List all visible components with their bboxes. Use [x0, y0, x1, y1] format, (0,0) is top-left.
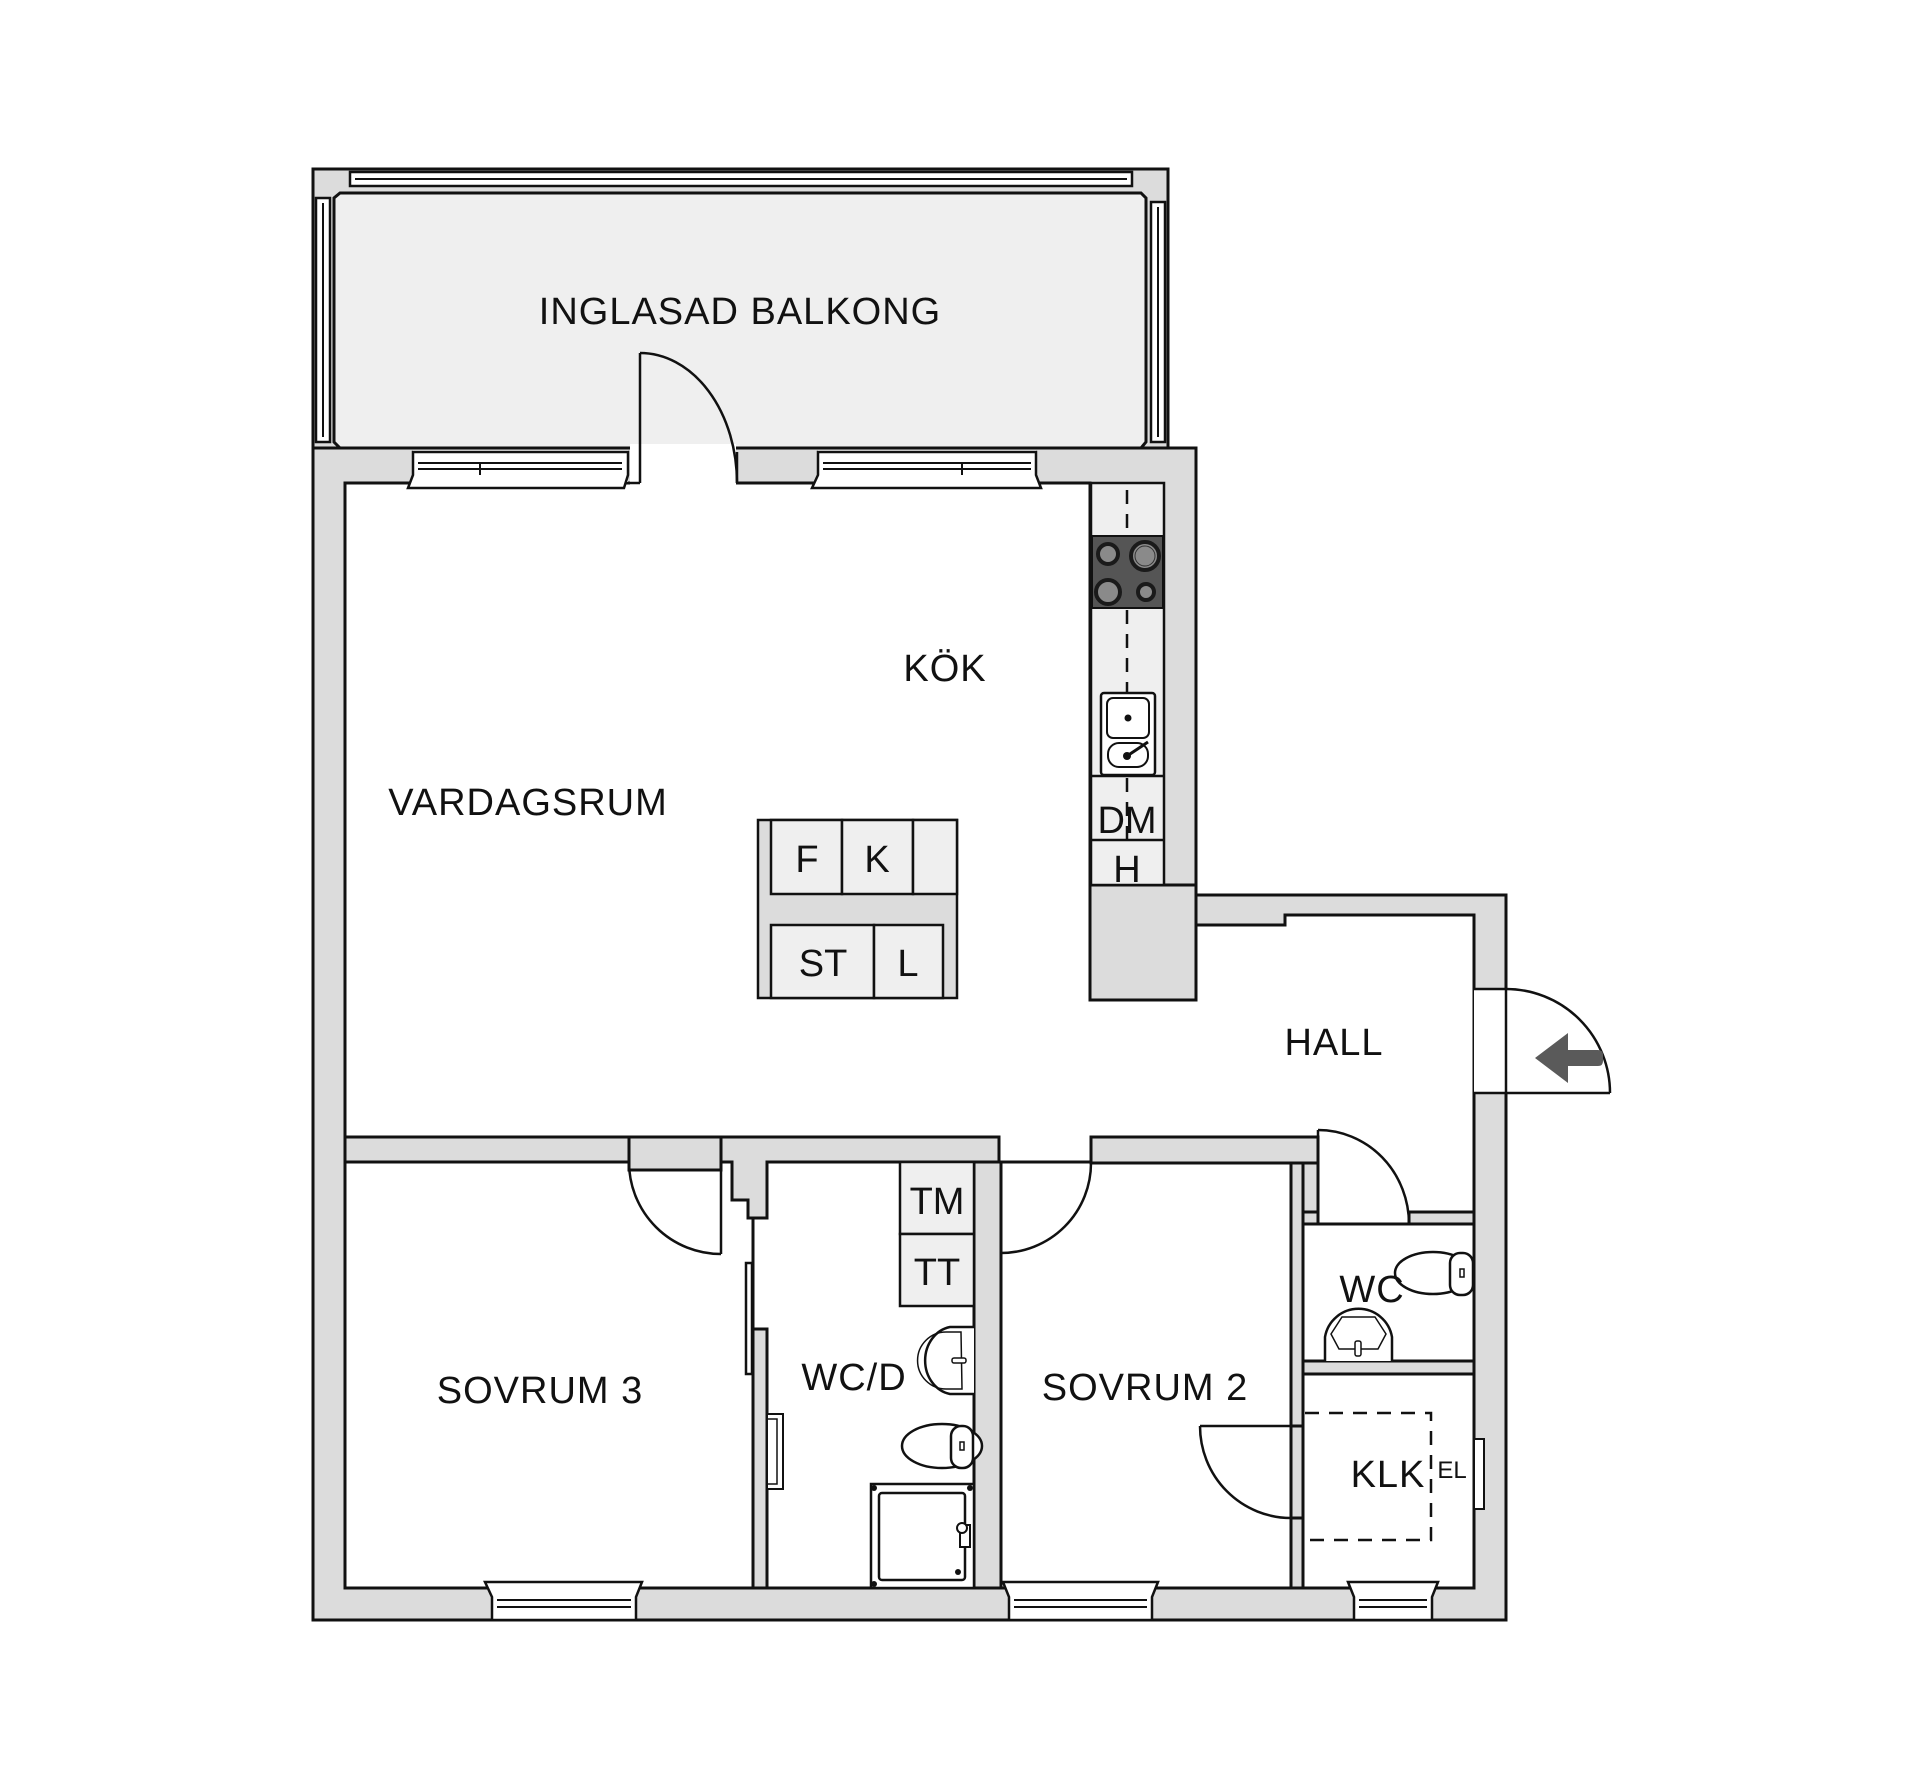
island-cabinet — [911, 818, 959, 896]
room-label-bedroom2: SOVRUM 2 — [1042, 1367, 1248, 1409]
fridge-box — [769, 818, 844, 896]
electric-panel-label: EL — [1437, 1457, 1466, 1484]
kitchen-counter-end — [1088, 883, 1198, 1002]
room-label-wc: WC — [1339, 1269, 1404, 1311]
wall-wc-klk — [1301, 1359, 1476, 1376]
wall-bathroom-bedroom2 — [972, 1160, 1003, 1590]
room-label-kitchen: KÖK — [903, 648, 986, 690]
room-label-bedroom3: SOVRUM 3 — [437, 1370, 643, 1412]
bedroom2-door-swing — [1000, 1162, 1093, 1255]
wall-bedroom3-bathroom — [751, 1327, 769, 1590]
wall-wc-right-stub — [1407, 1210, 1476, 1226]
wardrobe-l-label: L — [897, 943, 918, 985]
kitchen-counter: DM H — [1089, 481, 1166, 891]
bathroom-sliding-door[interactable] — [744, 1261, 754, 1376]
radiator — [766, 1413, 784, 1490]
wall-bedroom2-top — [1089, 1135, 1320, 1165]
closet: KLK EL — [1305, 1411, 1485, 1542]
freezer-box — [840, 818, 915, 896]
fridge-label: F — [795, 839, 818, 881]
wall-bedroom3-top — [343, 1135, 631, 1164]
electric-panel — [1473, 1438, 1485, 1510]
wall-bedroom2-wc — [1289, 1161, 1305, 1428]
bathroom-fixtures: TM TT WC/D — [766, 1160, 984, 1590]
room-label-hall: HALL — [1284, 1022, 1383, 1064]
washer-box — [898, 1160, 976, 1236]
room-label-balcony: INGLASAD BALKONG — [539, 291, 941, 333]
entry-door-swing — [1505, 987, 1612, 1094]
dryer-label: TT — [914, 1252, 960, 1294]
balcony: INGLASAD BALKONG — [311, 167, 1170, 454]
toilet-icon — [900, 1422, 984, 1470]
wardrobe-st-box — [769, 923, 876, 1000]
washer-label: TM — [910, 1181, 965, 1223]
room-label-living: VARDAGSRUM — [388, 782, 668, 824]
sink-icon — [1099, 691, 1157, 777]
room-label-bathroom: WC/D — [801, 1357, 906, 1399]
wardrobe-st-label: ST — [799, 943, 848, 985]
closet-door-swing — [1198, 1425, 1292, 1520]
wall-bathroom-top — [719, 1135, 1001, 1220]
closet-floor — [1301, 1372, 1476, 1590]
doors — [627, 351, 1612, 1520]
dishwasher-label: DM — [1097, 800, 1156, 842]
room-label-closet: KLK — [1351, 1454, 1426, 1496]
wc-door-swing — [1317, 1128, 1411, 1225]
bedroom3-door-swing — [627, 1161, 722, 1256]
freezer-label: K — [864, 839, 889, 881]
wc-toilet-icon — [1393, 1250, 1475, 1297]
shower-icon — [869, 1482, 976, 1590]
wall-wc-left-stub — [1301, 1210, 1320, 1226]
kitchen-island: F K ST L — [756, 818, 959, 1000]
windows — [406, 450, 1440, 1622]
balcony-door-swing — [639, 351, 739, 484]
cabinet-h-label: H — [1113, 849, 1140, 891]
wall-bedroom2-klk — [1289, 1516, 1305, 1590]
wardrobe-l-box — [872, 923, 945, 1000]
wc-fixtures: WC — [1323, 1250, 1475, 1361]
entry-arrow-icon — [1535, 1033, 1603, 1083]
dryer-box — [898, 1232, 976, 1308]
wc-washbasin-icon — [1323, 1307, 1394, 1361]
